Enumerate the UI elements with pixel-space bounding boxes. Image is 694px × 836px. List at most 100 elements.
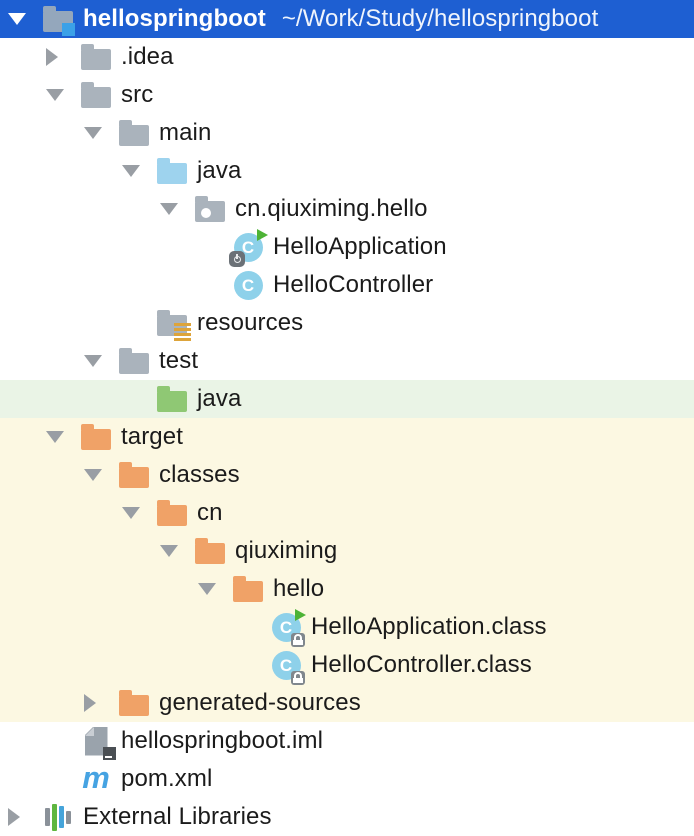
arrow-glyph [160,203,178,215]
tree-item-label: test [159,347,199,374]
class-circle: C [271,650,301,680]
tree-item-label: main [159,119,212,146]
tree-row-hellospringboot-iml[interactable]: hellospringboot.iml [0,722,694,760]
folder-shape [195,196,225,222]
arrow-glyph [84,355,102,367]
arrow-glyph [46,431,64,443]
tree-item-label: target [121,423,183,450]
maven-icon: m [80,762,112,796]
tree-row-src[interactable]: src [0,76,694,114]
project-folder-icon [42,2,75,36]
tree-item-label: External Libraries [83,803,272,830]
collapse-arrow[interactable] [46,431,80,443]
arrow-glyph [46,48,58,66]
collapse-arrow[interactable] [160,203,194,215]
module-file-shape [84,726,108,756]
page-fold [84,726,94,736]
tree-row-java-test[interactable]: java [0,380,694,418]
maven-letter: m [82,759,110,795]
folder-gray-icon [80,40,112,74]
tree-item-label: java [197,385,242,412]
tree-row-test[interactable]: test [0,342,694,380]
tree-item-label: resources [197,309,304,336]
class-circle: C [233,270,263,300]
collapse-arrow[interactable] [84,355,118,367]
collapse-arrow[interactable] [122,165,156,177]
collapse-arrow[interactable] [84,469,118,481]
tree-row-cn[interactable]: cn [0,494,694,532]
tree-row-classes[interactable]: classes [0,456,694,494]
tree-item-label: classes [159,461,240,488]
tree-row-main[interactable]: main [0,114,694,152]
spring-boot-badge [229,251,245,267]
folder-shape [195,538,225,564]
tree-item-label: java [197,157,242,184]
compiled-class-icon: C [270,648,305,685]
tree-row-package-cn-qiuximing-hello[interactable]: cn.qiuximing.hello [0,190,694,228]
collapse-arrow[interactable] [198,583,232,595]
tree-row-resources[interactable]: resources [0,304,694,342]
collapse-arrow[interactable] [8,13,42,25]
collapse-arrow[interactable] [160,545,194,557]
lock-badge [291,633,305,647]
folder-shape [43,6,75,36]
excluded-folder-icon [118,686,150,720]
folder-gray-icon [80,78,112,112]
tree-row-hello[interactable]: hello [0,570,694,608]
tree-row-idea[interactable]: .idea [0,38,694,76]
resources-folder-icon [156,306,191,341]
folder-gray-icon [118,116,150,150]
collapse-arrow[interactable] [46,89,80,101]
libraries-icon [42,800,74,834]
tree-row-external-libraries[interactable]: External Libraries [0,798,694,836]
expand-arrow[interactable] [46,48,80,66]
folder-shape [81,424,111,450]
tree-row-generated-sources[interactable]: generated-sources [0,684,694,722]
tree-item-label: HelloController [273,271,434,298]
library-bar [66,810,71,824]
folder-shape [157,386,187,412]
excluded-folder-icon [156,496,188,530]
lock-badge [291,671,305,685]
tree-item-label: cn [197,499,223,526]
expand-arrow[interactable] [84,694,118,712]
tree-row-target[interactable]: target [0,418,694,456]
library-bar [59,806,64,828]
excluded-folder-icon [232,572,264,606]
arrow-glyph [46,89,64,101]
class-letter: C [241,275,255,295]
folder-shape [233,576,263,602]
tree-row-qiuximing[interactable]: qiuximing [0,532,694,570]
tree-row-hello-controller[interactable]: C HelloController [0,266,694,304]
source-folder-icon [156,154,188,188]
excluded-folder-icon [80,420,112,454]
tree-item-label: cn.qiuximing.hello [235,195,428,222]
excluded-folder-icon [194,534,226,568]
collapse-arrow[interactable] [122,507,156,519]
tree-row-java-main[interactable]: java [0,152,694,190]
class-letter: C [279,655,293,675]
java-class-icon: C [232,268,264,302]
project-badge [62,23,75,36]
module-file-icon [80,724,116,760]
test-folder-icon [156,382,188,416]
arrow-glyph [8,13,26,25]
arrow-glyph [84,127,102,139]
library-bar [45,808,50,826]
library-bars [45,803,71,831]
tree-row-project-root[interactable]: hellospringboot~/Work/Study/hellospringb… [0,0,694,38]
package-icon [194,192,226,226]
run-arrow-badge [257,229,268,241]
expand-arrow[interactable] [8,808,42,826]
arrow-glyph [198,583,216,595]
collapse-arrow[interactable] [84,127,118,139]
folder-shape [81,82,111,108]
resource-lines [174,323,191,341]
arrow-glyph [160,545,178,557]
tree-item-label: HelloApplication [273,233,447,260]
